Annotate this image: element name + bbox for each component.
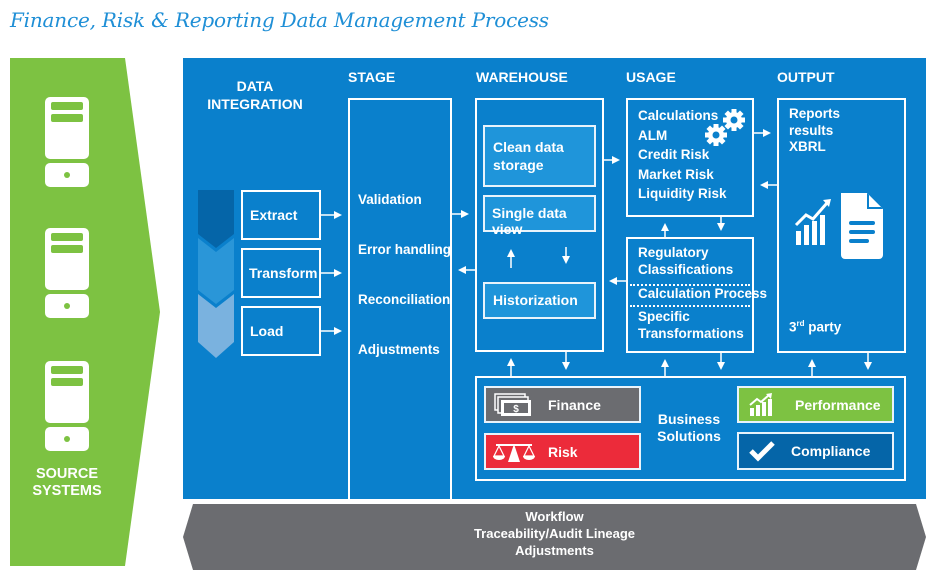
- load-label: Load: [250, 323, 284, 339]
- output-item: XBRL: [789, 139, 826, 154]
- business-solutions-box: [475, 376, 906, 481]
- compliance-solution: Compliance: [737, 432, 894, 470]
- compliance-label: Compliance: [791, 443, 871, 459]
- usage-header: USAGE: [626, 69, 676, 85]
- clean-data-line1: Clean data: [493, 139, 564, 155]
- regulatory-box: [626, 237, 754, 353]
- performance-solution: Performance: [737, 386, 894, 423]
- footer-line: Workflow: [525, 509, 584, 524]
- load-box: Load: [241, 306, 321, 356]
- stage-item-error-handling: Error handling: [358, 242, 452, 257]
- regulatory-line1: Regulatory: [638, 245, 709, 260]
- output-item: Reports: [789, 106, 841, 121]
- stage-header: STAGE: [348, 69, 396, 85]
- etl-chevron-flow: [198, 190, 234, 358]
- gears-icon: [705, 109, 745, 146]
- performance-label: Performance: [795, 396, 881, 413]
- extract-label: Extract: [250, 207, 298, 223]
- transform-label: Transform: [249, 265, 318, 281]
- regulatory-classifications: Regulatory Classifications: [638, 244, 733, 278]
- risk-solution: Risk: [484, 433, 641, 470]
- extract-box: Extract: [241, 190, 321, 240]
- clean-data-line2: storage: [493, 157, 544, 173]
- money-icon: $: [494, 392, 531, 416]
- output-box: [777, 98, 906, 353]
- specific-line1: Specific: [638, 309, 690, 324]
- data-integration-header-line2: INTEGRATION: [207, 96, 303, 112]
- source-label-line1: SOURCE: [35, 466, 99, 482]
- workflow-banner-text: Workflow Traceability/Audit Lineage Adju…: [183, 508, 926, 559]
- data-integration-header: DATA INTEGRATION: [196, 77, 314, 113]
- footer-line: Adjustments: [515, 543, 594, 558]
- single-data-view-box: Single data view: [483, 195, 596, 237]
- scales-icon: [493, 443, 535, 462]
- third-party-suffix: party: [804, 319, 842, 335]
- calc-item: Market Risk: [638, 166, 714, 182]
- clean-data-storage-box: Clean data storage: [483, 125, 596, 187]
- finance-label: Finance: [548, 396, 601, 413]
- server-icon: [45, 97, 89, 187]
- regulatory-line2: Classifications: [638, 262, 734, 277]
- business-solutions-label: Business Solutions: [656, 411, 722, 445]
- stage-item-adjustments: Adjustments: [358, 342, 440, 357]
- transform-box: Transform: [241, 248, 321, 298]
- growth-chart-icon: [749, 392, 772, 416]
- server-icon: [45, 361, 89, 451]
- specific-line2: Transformations: [638, 326, 744, 341]
- historization-label: Historization: [493, 292, 578, 308]
- diagram-title: Finance, Risk & Reporting Data Managemen…: [10, 8, 549, 32]
- dotted-divider: [630, 305, 750, 307]
- source-systems-label: SOURCE SYSTEMS: [12, 466, 122, 500]
- footer-line: Traceability/Audit Lineage: [473, 526, 636, 541]
- calculations-list: Calculations ALM Credit Risk Market Risk…: [638, 106, 727, 204]
- output-header: OUTPUT: [777, 69, 835, 85]
- stage-item-validation: Validation: [358, 192, 422, 207]
- third-party-prefix: 3: [789, 319, 797, 335]
- calc-item: ALM: [638, 127, 668, 143]
- output-item: results: [789, 122, 834, 138]
- risk-label: Risk: [548, 443, 578, 460]
- single-data-view-label: Single data view: [492, 205, 567, 237]
- server-icon: [45, 228, 89, 318]
- output-list: Reports results XBRL: [789, 106, 840, 156]
- specific-transformations: Specific Transformations: [638, 308, 744, 342]
- warehouse-header: WAREHOUSE: [476, 69, 568, 85]
- svg-text:$: $: [513, 404, 519, 415]
- warehouse-box: [475, 98, 604, 352]
- business-solutions-line2: Solutions: [657, 428, 721, 444]
- data-integration-header-line1: DATA: [236, 78, 274, 94]
- source-label-line2: SYSTEMS: [32, 483, 102, 499]
- calc-item: Liquidity Risk: [638, 186, 727, 201]
- finance-solution: $ Finance: [484, 386, 641, 423]
- workflow-banner: [183, 504, 926, 570]
- stage-box: [348, 98, 452, 500]
- dotted-divider: [630, 284, 750, 286]
- third-party-sup: rd: [796, 319, 805, 328]
- business-solutions-line1: Business: [657, 411, 721, 427]
- third-party-label: 3rd party: [789, 314, 841, 337]
- calc-item: Calculations: [638, 108, 719, 123]
- report-chart-icon: [794, 193, 883, 259]
- calculation-process: Calculation Process: [638, 286, 768, 301]
- checkmark-icon: [749, 441, 775, 462]
- calc-item: Credit Risk: [638, 147, 710, 162]
- calculations-box: [626, 98, 754, 217]
- stage-item-reconciliation: Reconciliation: [358, 292, 451, 307]
- historization-box: Historization: [483, 282, 596, 319]
